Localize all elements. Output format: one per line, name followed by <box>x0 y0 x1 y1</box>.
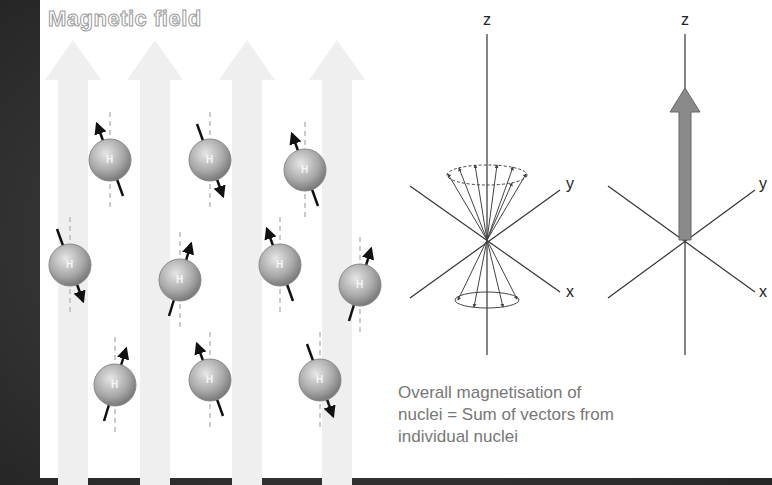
axis-label: x <box>566 282 574 301</box>
nucleus-symbol: H <box>106 154 113 166</box>
nucleus-symbol: H <box>111 379 118 391</box>
nucleus-symbol: H <box>206 374 213 386</box>
nucleus-symbol: H <box>66 259 73 271</box>
nucleus-symbol: H <box>316 374 323 386</box>
nucleus-symbol: H <box>176 274 183 286</box>
axis-label: x <box>759 282 767 301</box>
nucleus-symbol: H <box>356 279 363 291</box>
nucleus-symbol: H <box>206 154 213 166</box>
explanation-note: Overall magnetisation of nuclei = Sum of… <box>398 382 618 448</box>
axis-label: z <box>483 10 491 29</box>
axis-label: y <box>566 174 574 193</box>
field-heading: Magnetic field <box>48 6 202 32</box>
nucleus-symbol: H <box>276 259 283 271</box>
nucleus-symbol: H <box>301 164 308 176</box>
axis-label: y <box>759 174 767 193</box>
axis-label: z <box>681 10 689 29</box>
